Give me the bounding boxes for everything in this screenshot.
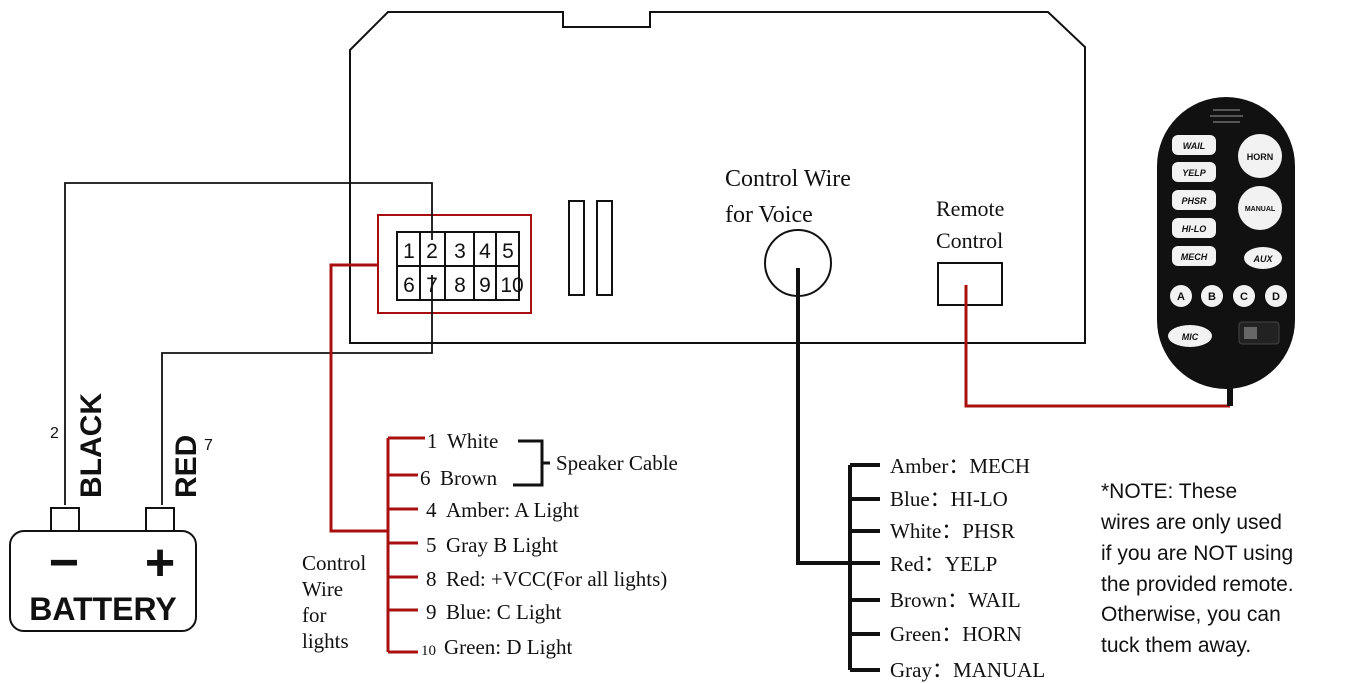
note-line: if you are NOT using (1101, 542, 1293, 565)
remote-button-manual[interactable]: MANUAL (1245, 206, 1276, 213)
voice-wire-label: Gray：MANUAL (890, 658, 1045, 682)
pin-label: 3 (454, 240, 466, 263)
remote-button-yelp[interactable]: YELP (1182, 168, 1207, 178)
note-line: *NOTE: These (1101, 480, 1237, 503)
battery-minus: − (49, 534, 79, 592)
light-wire-num: 4 (426, 498, 437, 522)
note-line: wires are only used (1100, 511, 1282, 534)
light-wire-label: White (447, 429, 498, 453)
pin-label: 9 (479, 274, 491, 297)
remote-control-label: Remote (936, 196, 1004, 221)
pin-label: 6 (403, 274, 415, 297)
control-lights-label: lights (302, 629, 349, 653)
light-wire-num: 10 (421, 643, 436, 659)
note-line: the provided remote. (1101, 573, 1294, 596)
voice-wire-label: Blue：HI-LO (890, 487, 1008, 511)
light-wire-label: Blue: C Light (446, 600, 562, 624)
light-wire-num: 5 (426, 533, 437, 557)
remote-control-label: Control (936, 228, 1003, 253)
light-wire-num: 9 (426, 600, 437, 624)
light-wire-label: Green: D Light (444, 635, 572, 659)
speaker-cable-bracket (513, 439, 550, 487)
black-wire-number: 2 (50, 425, 59, 442)
battery-plus: + (145, 534, 175, 592)
voice-wire-label: White：PHSR (890, 519, 1015, 543)
control-lights-label: for (302, 603, 327, 627)
voice-wire-label: Red：YELP (890, 552, 997, 576)
speaker-cable-label: Speaker Cable (556, 451, 678, 475)
remote-button-wail[interactable]: WAIL (1183, 141, 1206, 151)
remote-controller (1157, 97, 1295, 389)
unit-slot (596, 200, 613, 296)
connector-grid (396, 231, 520, 301)
control-voice-label: for Voice (725, 202, 813, 228)
light-wire-label: Brown (440, 466, 498, 490)
control-voice-label: Control Wire (725, 166, 851, 192)
light-wire-num: 6 (420, 466, 431, 490)
remote-button-b[interactable]: B (1208, 291, 1216, 303)
remote-button-mech[interactable]: MECH (1181, 252, 1208, 262)
light-wire-num: 8 (426, 567, 437, 591)
unit-slot (568, 200, 585, 296)
pin-label: 5 (502, 240, 514, 263)
light-wire-label: Red: +VCC(For all lights) (446, 567, 667, 591)
battery-terminal-positive (145, 507, 175, 533)
light-wire-label: Gray B Light (446, 533, 558, 557)
control-lights-label: Wire (302, 577, 343, 601)
red-wire-number: 7 (204, 437, 213, 454)
remote-button-d[interactable]: D (1272, 291, 1280, 303)
remote-cable (964, 285, 1230, 408)
remote-button-a[interactable]: A (1177, 291, 1185, 303)
battery-wires (64, 182, 433, 505)
pin-label: 1 (403, 240, 415, 263)
black-wire-label: BLACK (75, 393, 108, 498)
light-wire-label: Amber: A Light (446, 498, 579, 522)
remote-button-mic[interactable]: MIC (1182, 332, 1199, 342)
note-line: tuck them away. (1101, 634, 1251, 657)
remote-port (937, 262, 1003, 306)
connector-frame (377, 214, 532, 314)
battery-terminal-negative (50, 507, 80, 533)
remote-button-phsr[interactable]: PHSR (1181, 196, 1207, 206)
light-wire-num: 1 (427, 429, 438, 453)
voice-wire-label: Brown：WAIL (890, 588, 1021, 612)
remote-button-hilo[interactable]: HI-LO (1182, 224, 1207, 234)
pin-label: 8 (454, 274, 466, 297)
pin-label: 2 (426, 240, 438, 263)
red-wire-label: RED (170, 435, 203, 498)
pin-label: 4 (479, 240, 491, 263)
remote-button-horn[interactable]: HORN (1247, 152, 1274, 162)
control-lights-label: Control (302, 551, 366, 575)
remote-button-aux[interactable]: AUX (1252, 254, 1273, 264)
remote-left-buttons (1172, 135, 1216, 266)
remote-button-c[interactable]: C (1240, 291, 1248, 303)
voice-wire-label: Green：HORN (890, 622, 1022, 646)
voice-control-wire (796, 268, 880, 672)
light-control-wire (329, 263, 425, 654)
pin-label: 10 (500, 274, 523, 297)
voice-wire-label: Amber：MECH (890, 454, 1030, 478)
battery-body (9, 530, 197, 632)
battery-label: BATTERY (29, 591, 177, 627)
siren-unit-outline (349, 11, 1086, 344)
note-line: Otherwise, you can (1101, 603, 1281, 626)
